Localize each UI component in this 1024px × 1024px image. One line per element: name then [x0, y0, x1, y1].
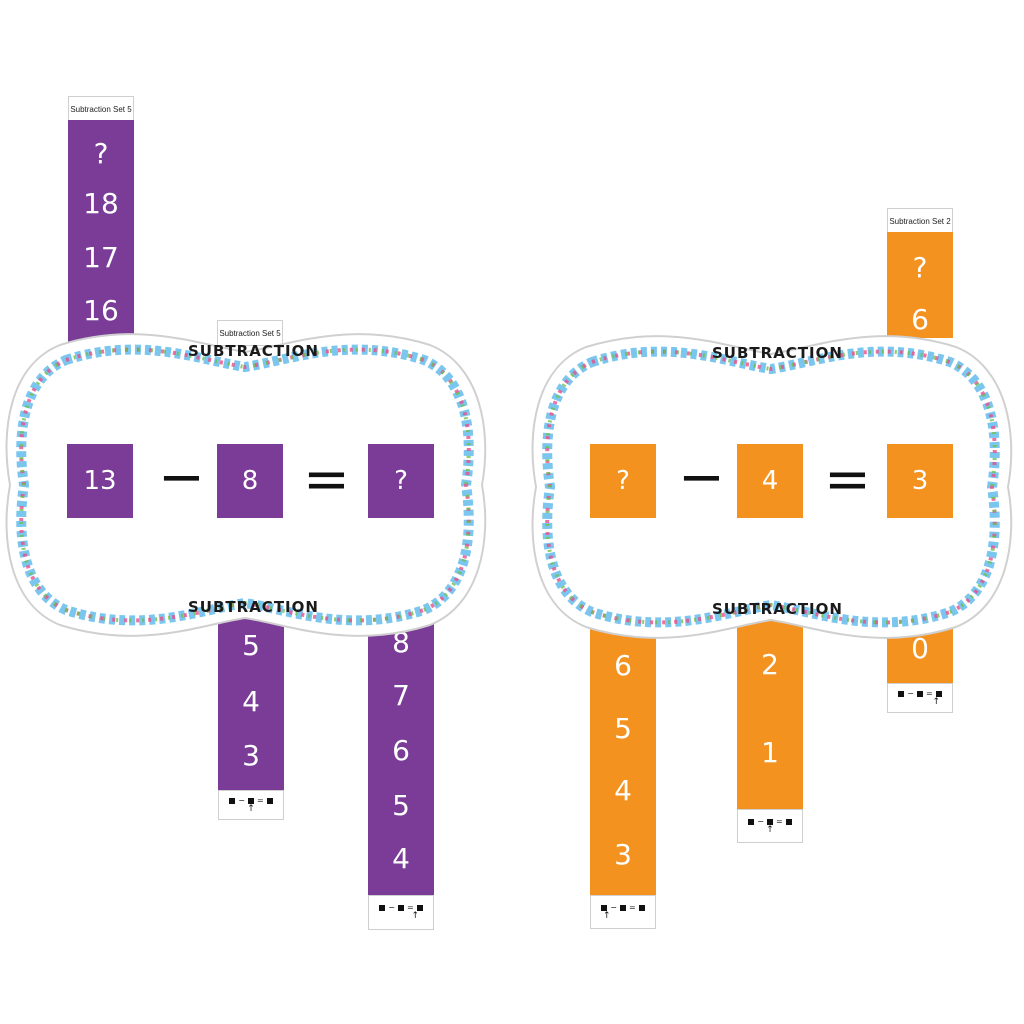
strip-number: 6	[614, 649, 632, 682]
strip-label: Subtraction Set 5	[68, 96, 134, 122]
strip-body: 8 7 6 5 4	[368, 610, 434, 895]
up-arrow-icon: ↑	[932, 696, 940, 707]
strip-body: 5 4 3	[218, 610, 284, 790]
strip-number: 18	[83, 187, 119, 220]
strip-footer: −= ↑	[218, 790, 284, 820]
strip-number: ?	[912, 251, 928, 284]
strip-number: 0	[911, 632, 929, 665]
strip-number: 7	[392, 679, 410, 712]
strip-number: 4	[392, 842, 410, 875]
board-bottom-title: SUBTRACTION	[188, 598, 319, 616]
right-strip-c[interactable]: 2 1 −= ↑	[737, 615, 803, 843]
equation-tile-c[interactable]: 3	[887, 444, 953, 518]
strip-footer: −= ↑	[737, 809, 803, 843]
footer-equation-icon: −=	[601, 903, 645, 912]
up-arrow-icon: ↑	[247, 803, 255, 814]
equation-tile-b[interactable]: 8	[217, 444, 283, 518]
strip-label: Subtraction Set 5	[217, 320, 283, 346]
strip-body: ? 6	[887, 232, 953, 338]
footer-equation-icon: −=	[379, 904, 423, 912]
strip-body: 2 1	[737, 615, 803, 809]
strip-number: 8	[392, 626, 410, 659]
strip-footer: −= ↑	[590, 895, 656, 929]
strip-number: 5	[614, 712, 632, 745]
footer-equation-icon: −=	[748, 817, 792, 826]
strip-number: 16	[83, 294, 119, 327]
strip-number: 5	[392, 789, 410, 822]
right-subtraction-board: SUBTRACTION SUBTRACTION ? − 4 = 3	[526, 322, 1018, 652]
minus-sign: −	[678, 445, 725, 510]
strip-number: 2	[761, 648, 779, 681]
equation-tile-b[interactable]: 4	[737, 444, 803, 518]
strip-number: 17	[83, 241, 119, 274]
right-strip-b[interactable]: 6 5 4 3 −= ↑	[590, 615, 656, 929]
strip-number: 3	[242, 739, 260, 772]
equation-tile-a[interactable]: 13	[67, 444, 133, 518]
equals-sign: =	[303, 447, 350, 512]
strip-number: 5	[242, 629, 260, 662]
right-strip-a-top[interactable]: Subtraction Set 2 ? 6	[887, 208, 953, 338]
left-strip-a[interactable]: Subtraction Set 5 ? 18 17 16	[68, 96, 134, 346]
up-arrow-icon: ↑	[411, 911, 419, 921]
strip-number: ?	[93, 137, 109, 170]
strip-number: 6	[392, 734, 410, 767]
equation-tile-a[interactable]: ?	[590, 444, 656, 518]
footer-equation-icon: −=	[229, 796, 273, 805]
left-strip-b-top[interactable]: Subtraction Set 5	[217, 320, 283, 346]
equals-sign: =	[824, 447, 871, 512]
strip-number: 6	[911, 303, 929, 336]
strip-number: 3	[614, 838, 632, 871]
strip-footer: −= ↑	[368, 895, 434, 930]
board-top-title: SUBTRACTION	[188, 342, 319, 360]
board-top-title: SUBTRACTION	[712, 344, 843, 362]
strip-body: 6 5 4 3	[590, 615, 656, 895]
strip-body: ? 18 17 16	[68, 120, 134, 346]
strip-number: 1	[761, 736, 779, 769]
up-arrow-icon: ↑	[603, 910, 611, 921]
left-strip-c[interactable]: 8 7 6 5 4 −= ↑	[368, 610, 434, 930]
strip-label: Subtraction Set 2	[887, 208, 953, 234]
strip-number: 4	[242, 685, 260, 718]
left-strip-b[interactable]: 5 4 3 −= ↑	[218, 610, 284, 824]
minus-sign: −	[158, 445, 205, 510]
equation-tile-c[interactable]: ?	[368, 444, 434, 518]
up-arrow-icon: ↑	[766, 824, 774, 835]
strip-number: 4	[614, 774, 632, 807]
strip-footer: −= ↑	[887, 683, 953, 713]
left-subtraction-board: SUBTRACTION SUBTRACTION 13 − 8 = ?	[0, 320, 492, 650]
board-bottom-title: SUBTRACTION	[712, 600, 843, 618]
footer-equation-icon: −=	[898, 689, 942, 698]
